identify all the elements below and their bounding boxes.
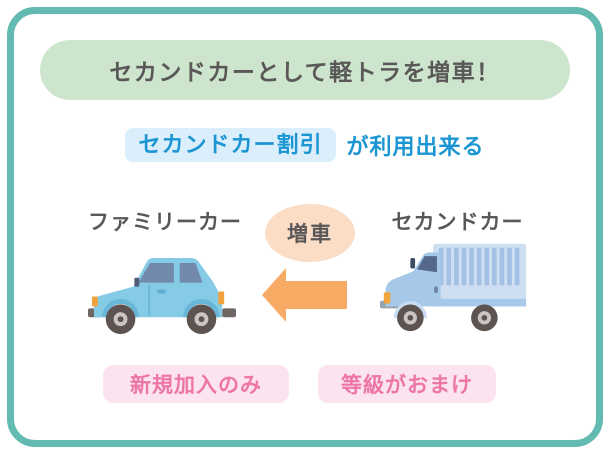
grade-bonus-note-text: 等級がおまけ bbox=[341, 374, 473, 397]
kei-truck-svg bbox=[379, 243, 527, 332]
left-arrow-shape bbox=[262, 268, 347, 322]
second-car-label: セカンドカー bbox=[391, 211, 524, 234]
page-title-text: セカンドカーとして軽トラを増車！ bbox=[109, 59, 501, 85]
discount-badge: セカンドカー割引 bbox=[125, 127, 336, 163]
discount-statement: セカンドカー割引 が利用出来る bbox=[0, 126, 610, 164]
new-enrollment-note-text: 新規加入のみ bbox=[130, 374, 262, 397]
grade-bonus-note: 等級がおまけ bbox=[318, 365, 496, 403]
family-car-svg bbox=[88, 258, 236, 334]
increase-badge: 増車 bbox=[265, 204, 355, 262]
discount-text: が利用出来る bbox=[346, 134, 485, 159]
page-title: セカンドカーとして軽トラを増車！ bbox=[40, 40, 570, 100]
increase-arrow-icon bbox=[260, 265, 348, 323]
new-enrollment-note: 新規加入のみ bbox=[103, 365, 289, 403]
family-car-illustration bbox=[88, 254, 236, 337]
increase-badge-text: 増車 bbox=[287, 223, 333, 246]
family-car-label: ファミリーカー bbox=[88, 211, 242, 234]
kei-truck-illustration bbox=[378, 240, 530, 333]
